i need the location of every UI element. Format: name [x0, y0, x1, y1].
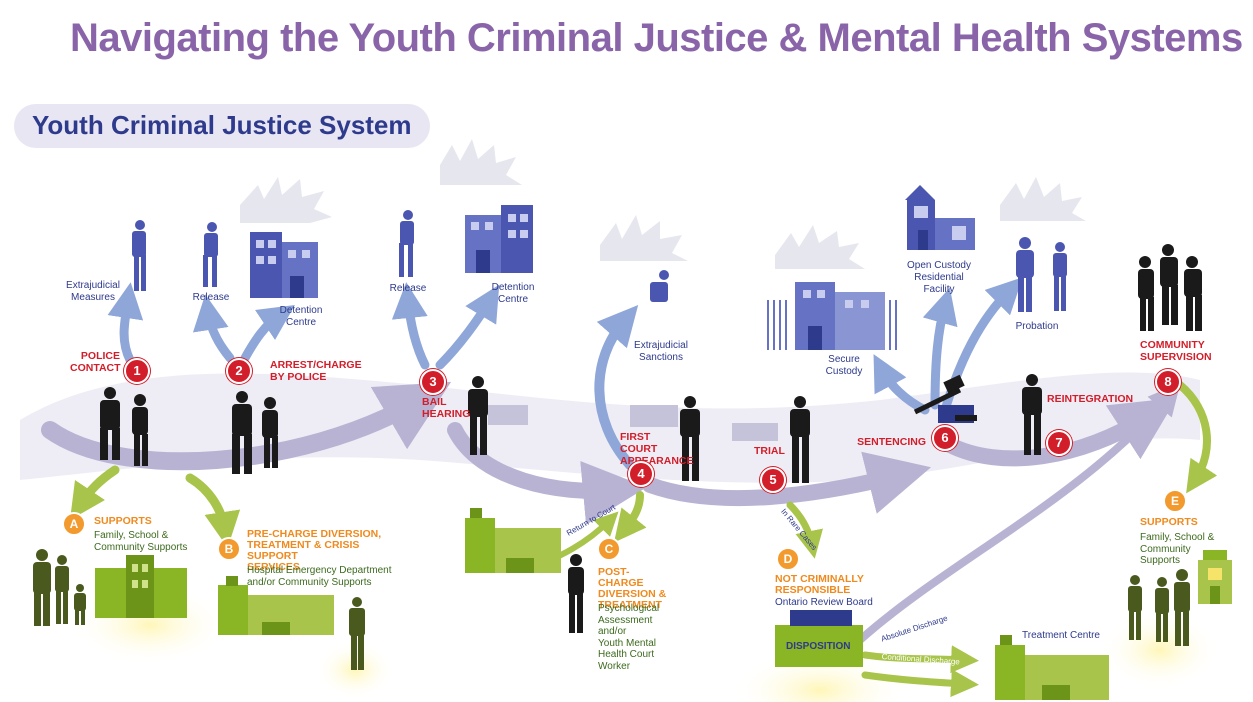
subtitle-pill — [14, 104, 430, 148]
support-c-title: POST-CHARGE DIVERSION & TREATMENT — [598, 566, 667, 611]
people-silhouettes — [33, 210, 1202, 670]
label-extrajudicial-sanctions: Extrajudicial Sanctions — [634, 340, 688, 363]
supports-house-e — [1198, 550, 1232, 604]
detention-centre-building-2 — [465, 205, 533, 273]
step-8-badge: 8 — [1155, 369, 1181, 395]
support-arrows — [70, 381, 1218, 698]
support-c-badge: C — [597, 537, 621, 561]
label-secure-custody: Secure Custody — [825, 354, 863, 377]
hospital-building-b — [218, 576, 334, 635]
disposition-board — [775, 610, 863, 667]
label-detention-centre-1: Detention Centre — [279, 305, 323, 328]
label-release-1: Release — [192, 292, 230, 303]
step-4-badge: 4 — [628, 461, 654, 487]
label-open-custody: Open Custody Residential Facility — [907, 260, 971, 295]
treatment-centre-label: Treatment Centre — [1022, 630, 1100, 641]
step-5-label: TRIAL — [754, 445, 785, 457]
step-6-badge: 6 — [932, 425, 958, 451]
support-d-text: Ontario Review Board — [775, 597, 873, 608]
step-7-badge: 7 — [1046, 430, 1072, 456]
step-1-label: POLICE CONTACT — [70, 350, 121, 374]
support-e-title: SUPPORTS — [1140, 516, 1198, 528]
label-release-2: Release — [389, 283, 427, 294]
step-5-badge: 5 — [760, 467, 786, 493]
hospital-building-c — [465, 508, 561, 573]
step-7-label: REINTEGRATION — [1047, 393, 1134, 405]
disposition-label: DISPOSITION — [786, 641, 851, 652]
section-subtitle: Youth Criminal Justice System — [32, 110, 412, 140]
support-a-badge: A — [62, 512, 86, 536]
support-b-badge: B — [217, 537, 241, 561]
treatment-centre-building — [995, 635, 1109, 700]
community-supports-building — [95, 555, 187, 618]
support-a-title: SUPPORTS — [94, 515, 152, 527]
secure-custody-building — [767, 282, 897, 350]
detention-centre-building-1 — [250, 232, 318, 298]
step-6-label: SENTENCING — [857, 436, 926, 448]
step-3-label: BAIL HEARING — [422, 396, 471, 420]
step-2-badge: 2 — [226, 358, 252, 384]
label-detention-centre-2: Detention Centre — [491, 282, 535, 305]
support-e-text: Family, School & Community Supports — [1140, 532, 1215, 566]
step-4-label: FIRST COURT APPEARANCE — [620, 431, 694, 467]
label-probation: Probation — [1015, 321, 1059, 332]
page-title: Navigating the Youth Criminal Justice & … — [70, 16, 1243, 60]
open-custody-house — [905, 185, 975, 250]
starbursts — [240, 139, 1086, 269]
step-8-label: COMMUNITY SUPERVISION — [1140, 339, 1212, 363]
support-d-badge: D — [776, 547, 800, 571]
support-c-text: Psychological Assessment and/or Youth Me… — [598, 603, 660, 672]
label-extrajudicial-measures: Extrajudicial Measures — [66, 280, 120, 303]
step-3-badge: 3 — [420, 369, 446, 395]
support-b-text: Hospital Emergency Department and/or Com… — [247, 565, 392, 588]
main-flow-arrows — [41, 381, 1181, 644]
support-a-text: Family, School & Community Supports — [94, 530, 188, 553]
support-b-title: PRE-CHARGE DIVERSION, TREATMENT & CRISIS… — [247, 528, 382, 573]
step-2-label: ARREST/CHARGE BY POLICE — [270, 359, 362, 383]
support-e-badge: E — [1163, 489, 1187, 513]
support-d-title: NOT CRIMINALLY RESPONSIBLE — [775, 573, 864, 596]
step-1-badge: 1 — [124, 358, 150, 384]
court-benches — [488, 405, 974, 441]
